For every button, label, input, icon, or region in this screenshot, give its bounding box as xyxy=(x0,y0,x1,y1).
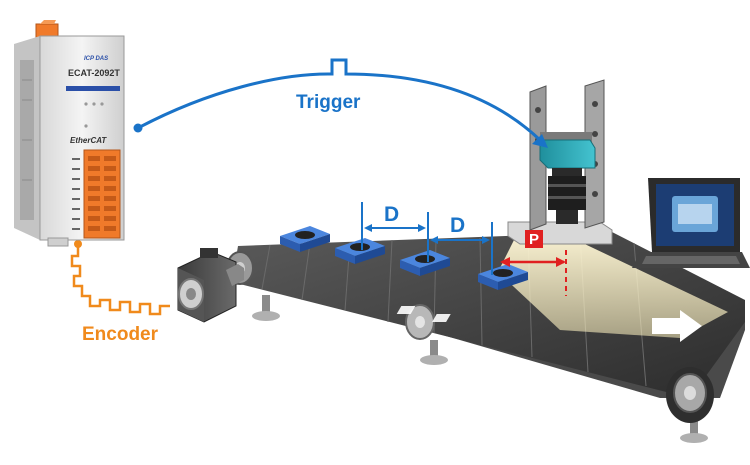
distance-label-1: D xyxy=(384,203,400,226)
distance-markers xyxy=(361,202,493,275)
encoder-motor-icon xyxy=(177,248,244,323)
laptop-icon xyxy=(632,178,750,268)
distance-arrowheads xyxy=(364,224,490,244)
workpiece-icon xyxy=(280,226,528,290)
encoder-signal-line xyxy=(70,246,170,316)
trigger-label: Trigger xyxy=(296,92,361,113)
position-label: P xyxy=(525,230,544,248)
ecat-device xyxy=(14,20,125,247)
device-model: ECAT-2092T xyxy=(68,68,120,78)
encoder-label: Encoder xyxy=(82,324,159,345)
trigger-signal-line xyxy=(133,58,548,148)
direction-arrow-icon xyxy=(396,306,702,342)
distance-label-2: D xyxy=(450,214,466,237)
device-bus-logo: EtherCAT xyxy=(70,136,107,145)
position-marker xyxy=(500,250,567,296)
encoder-line-dot xyxy=(74,240,82,248)
camera-icon xyxy=(507,79,613,245)
device-brand: ICP DAS xyxy=(84,56,109,62)
